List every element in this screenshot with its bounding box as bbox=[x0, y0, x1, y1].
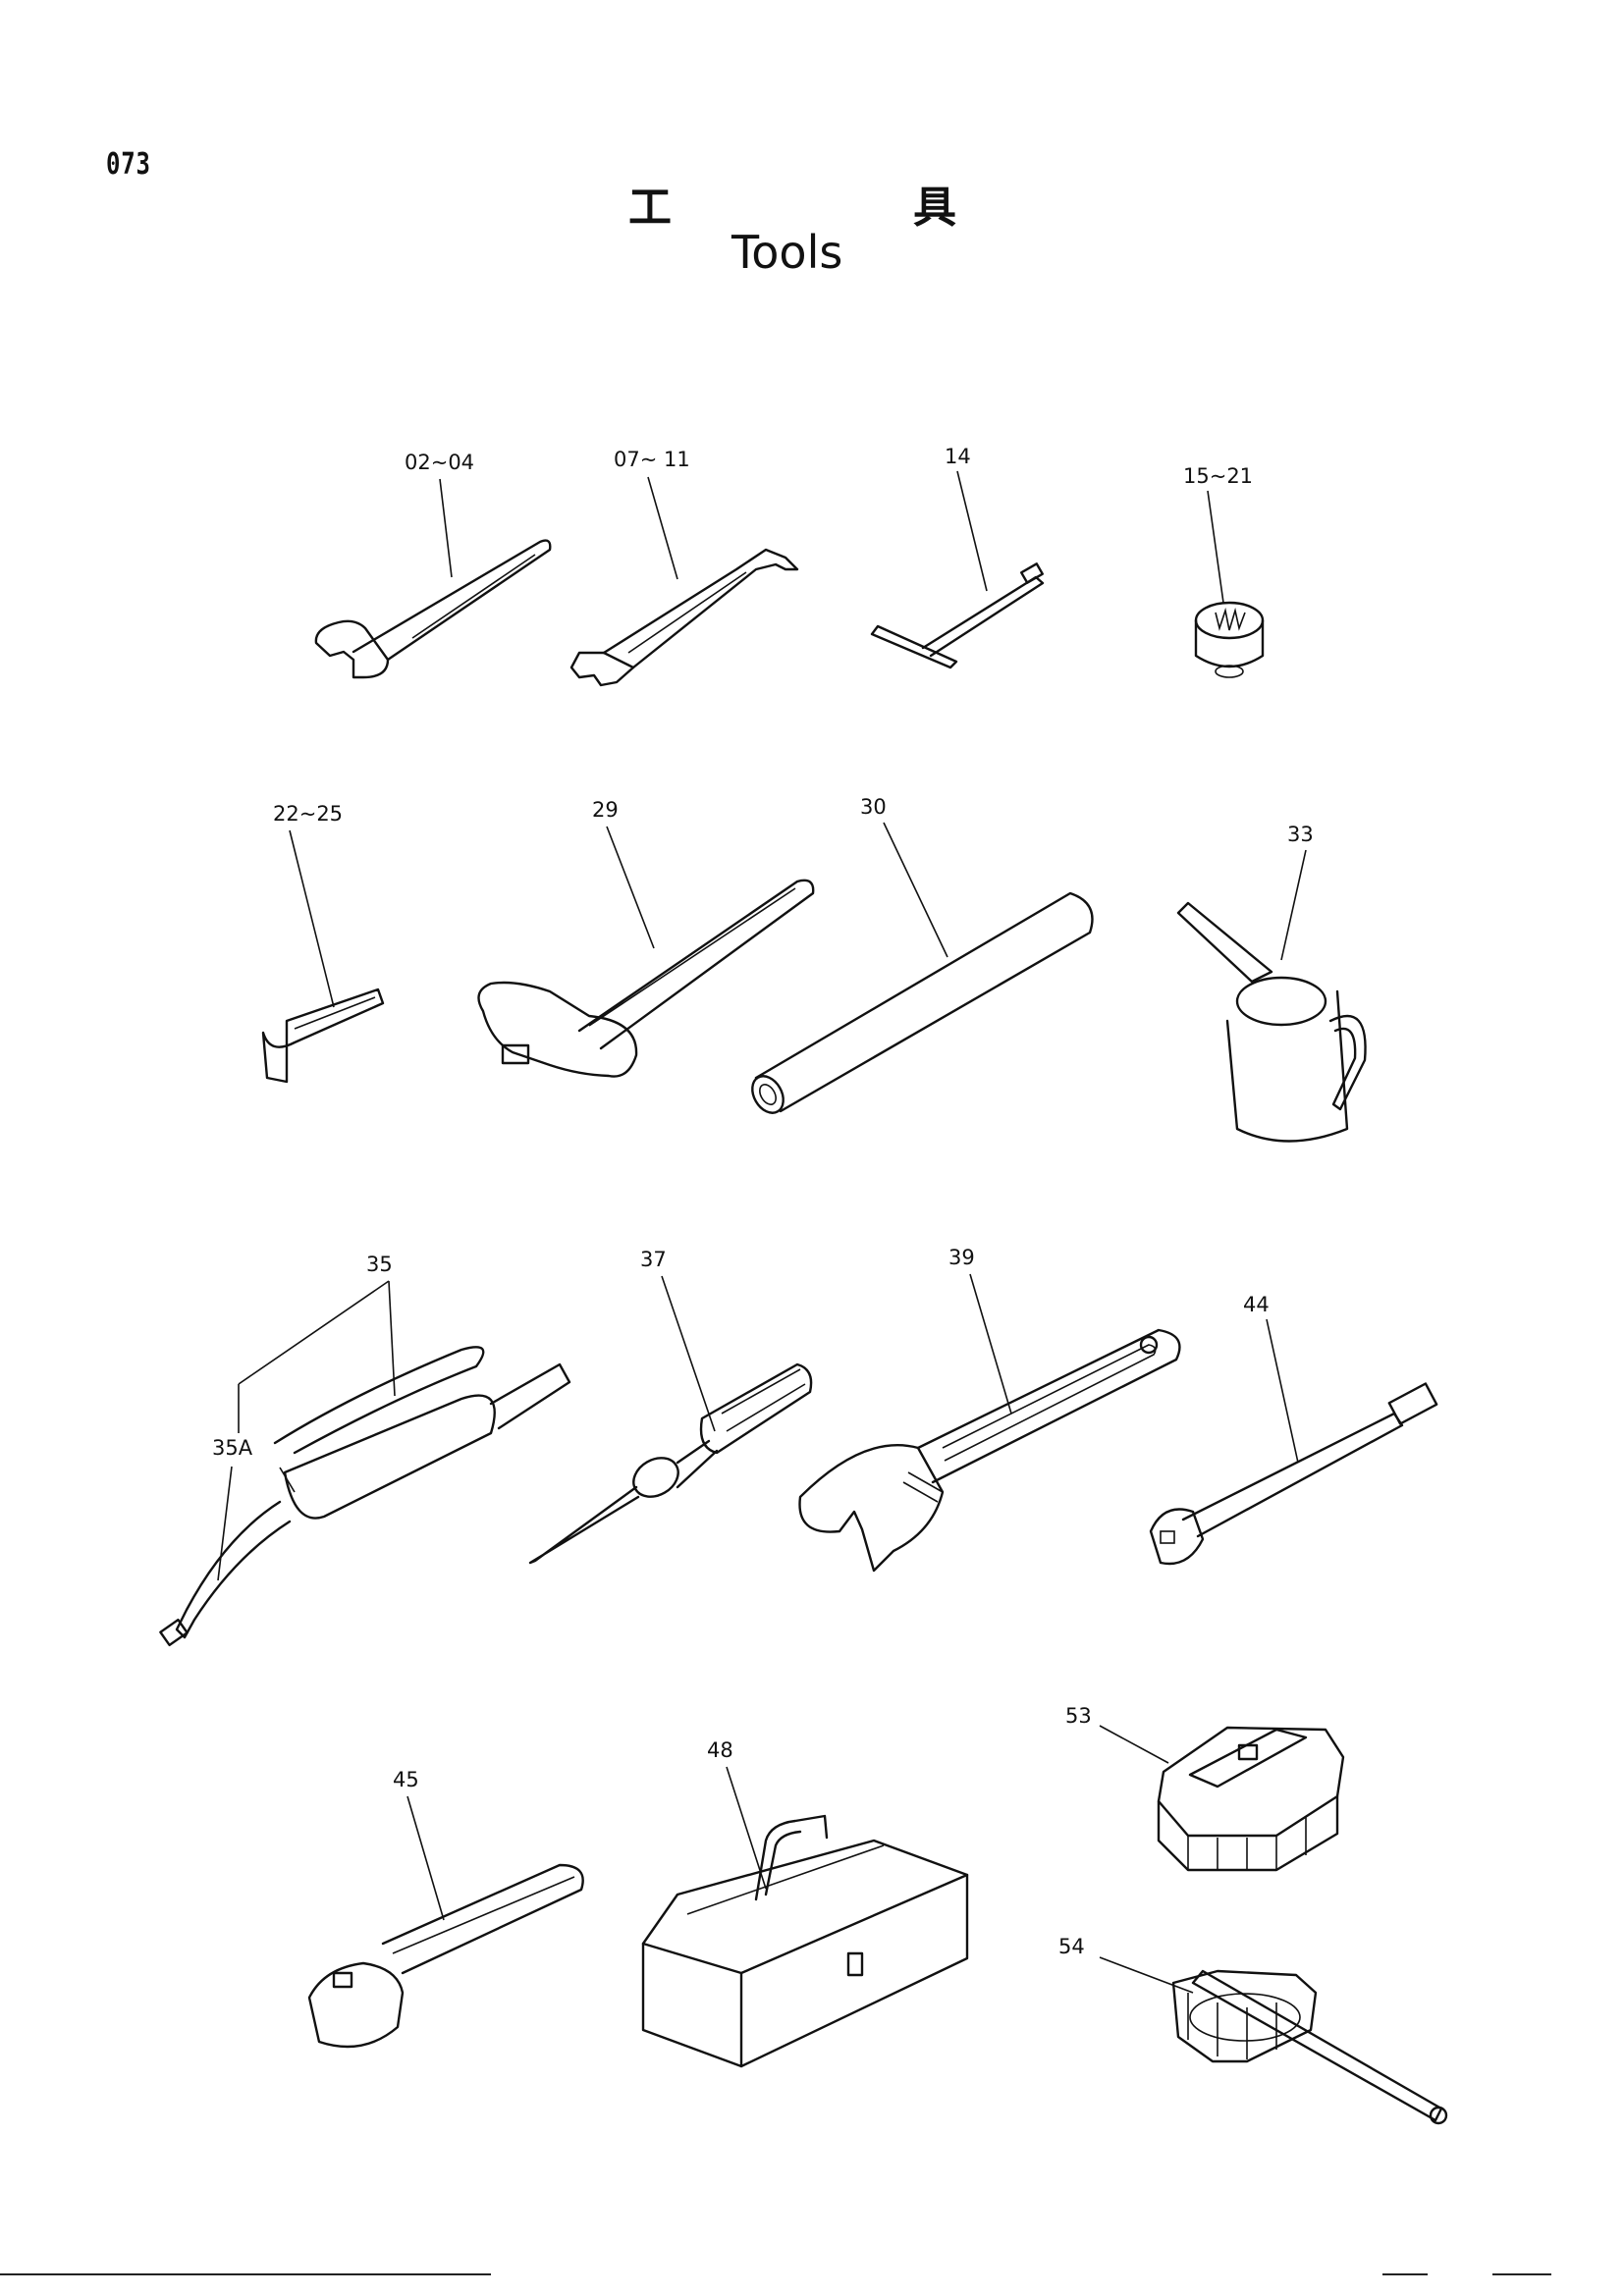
page-title-jp-1: 工 bbox=[628, 183, 672, 233]
callout-35a: 35A bbox=[212, 1436, 253, 1460]
hex-key-icon bbox=[261, 988, 385, 1084]
page-title-jp-2: 具 bbox=[913, 183, 956, 233]
leader-29 bbox=[606, 826, 655, 949]
footer-rule-3 bbox=[1492, 2273, 1551, 2275]
callout-54: 54 bbox=[1058, 1935, 1085, 1958]
callout-02: 02~04 bbox=[405, 451, 474, 474]
open-end-wrench-icon bbox=[314, 539, 552, 679]
leader-07 bbox=[647, 476, 678, 580]
t-handle-socket-wrench-icon bbox=[870, 562, 1045, 669]
screwdriver-icon bbox=[528, 1362, 813, 1565]
callout-07: 07~ 11 bbox=[614, 448, 690, 471]
pipe-extension-icon bbox=[751, 891, 1094, 1114]
leader-30 bbox=[883, 822, 948, 958]
footer-rule-1 bbox=[0, 2273, 491, 2275]
double-open-end-wrench-icon bbox=[569, 548, 799, 687]
leader-54 bbox=[1099, 1956, 1194, 1994]
leader-39 bbox=[969, 1273, 1012, 1415]
footer-rule-2 bbox=[1382, 2273, 1428, 2275]
filter-wrench-icon bbox=[1157, 1726, 1345, 1872]
leader-35-bracket bbox=[238, 1280, 390, 1385]
leader-35 bbox=[388, 1280, 396, 1397]
callout-22: 22~25 bbox=[273, 802, 343, 826]
callout-53: 53 bbox=[1065, 1704, 1092, 1728]
callout-33: 33 bbox=[1287, 823, 1314, 846]
callout-39: 39 bbox=[948, 1246, 975, 1269]
leader-15 bbox=[1207, 490, 1224, 604]
callout-14: 14 bbox=[945, 445, 971, 468]
page-number: 073 bbox=[106, 147, 151, 182]
callout-30: 30 bbox=[860, 795, 887, 819]
adjustable-wrench-icon bbox=[798, 1328, 1181, 1573]
leader-33 bbox=[1280, 849, 1307, 961]
callout-29: 29 bbox=[592, 798, 619, 822]
callout-45: 45 bbox=[393, 1768, 419, 1791]
callout-44: 44 bbox=[1243, 1293, 1270, 1316]
callout-15: 15~21 bbox=[1183, 464, 1253, 488]
leader-53 bbox=[1099, 1725, 1169, 1764]
leader-37 bbox=[661, 1275, 716, 1432]
leader-02 bbox=[439, 478, 453, 578]
extension-bar-icon bbox=[1149, 1382, 1438, 1566]
page-title-en: Tools bbox=[731, 226, 843, 279]
callout-48: 48 bbox=[707, 1738, 733, 1762]
leader-48 bbox=[726, 1766, 767, 1890]
oil-can-icon bbox=[1176, 901, 1367, 1143]
leader-14 bbox=[956, 470, 988, 592]
socket-icon bbox=[1194, 601, 1265, 678]
leader-35a-2 bbox=[217, 1466, 233, 1581]
leader-22 bbox=[289, 829, 335, 1008]
leader-44 bbox=[1266, 1318, 1299, 1464]
tool-box-icon bbox=[641, 1814, 969, 2068]
ratchet-handle-icon bbox=[307, 1863, 584, 2049]
leader-45 bbox=[406, 1795, 445, 1921]
filter-wrench-bar-icon bbox=[1171, 1969, 1448, 2125]
callout-35: 35 bbox=[366, 1253, 393, 1276]
grease-gun-icon bbox=[159, 1346, 571, 1647]
hammer-icon bbox=[477, 879, 815, 1078]
callout-37: 37 bbox=[640, 1248, 667, 1271]
